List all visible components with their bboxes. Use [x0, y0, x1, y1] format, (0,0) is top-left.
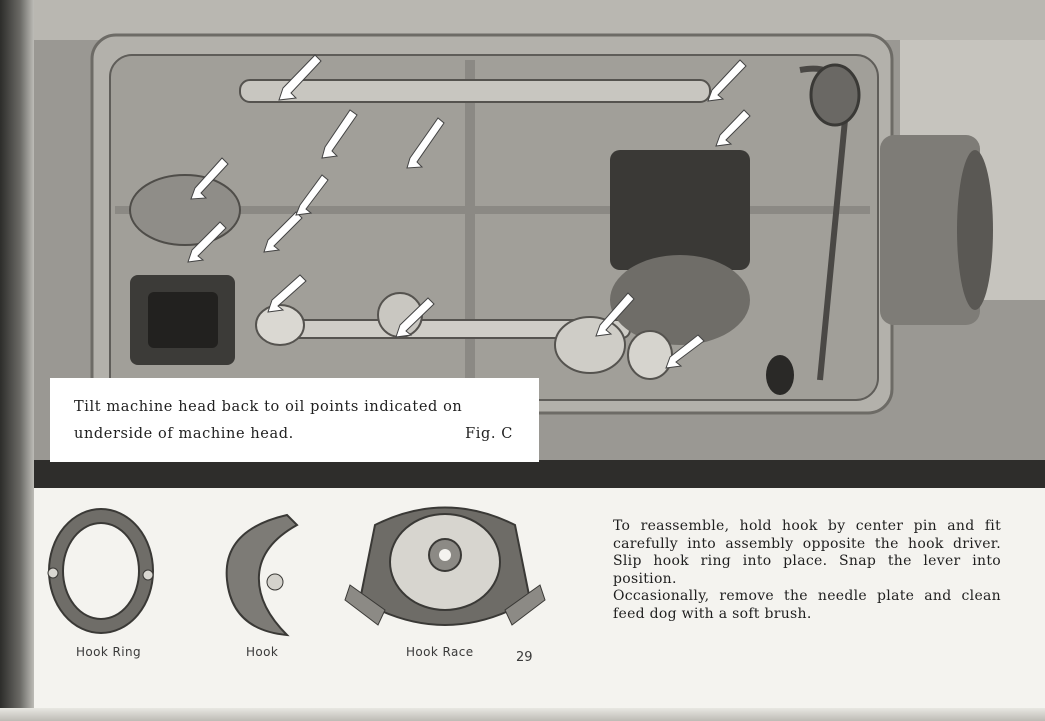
instructions-paragraph-1: To reassemble, hold hook by center pin a… [613, 518, 1001, 587]
page-number: 29 [516, 650, 533, 665]
hook-label: Hook [246, 645, 279, 659]
caption-line-1: Tilt machine head back to oil points ind… [74, 399, 463, 415]
machine-underside-photo [0, 0, 1045, 488]
hook-race-image [340, 500, 550, 644]
page-bottom-edge [0, 708, 1045, 721]
reassembly-instructions: To reassemble, hold hook by center pin a… [613, 518, 1001, 623]
hook-ring-label: Hook Ring [76, 645, 141, 659]
page-binding-shadow [0, 0, 34, 721]
figure-label: Fig. C [465, 426, 513, 442]
hook-race-label: Hook Race [406, 645, 474, 659]
hook-ring-image [45, 503, 157, 647]
instructions-paragraph-2: Occasionally, remove the needle plate an… [613, 588, 1001, 622]
machine-underside-illustration [0, 0, 1045, 488]
caption-line-2: underside of machine head. [74, 426, 294, 442]
hook-image [217, 510, 307, 644]
figure-caption: Tilt machine head back to oil points ind… [50, 378, 539, 462]
